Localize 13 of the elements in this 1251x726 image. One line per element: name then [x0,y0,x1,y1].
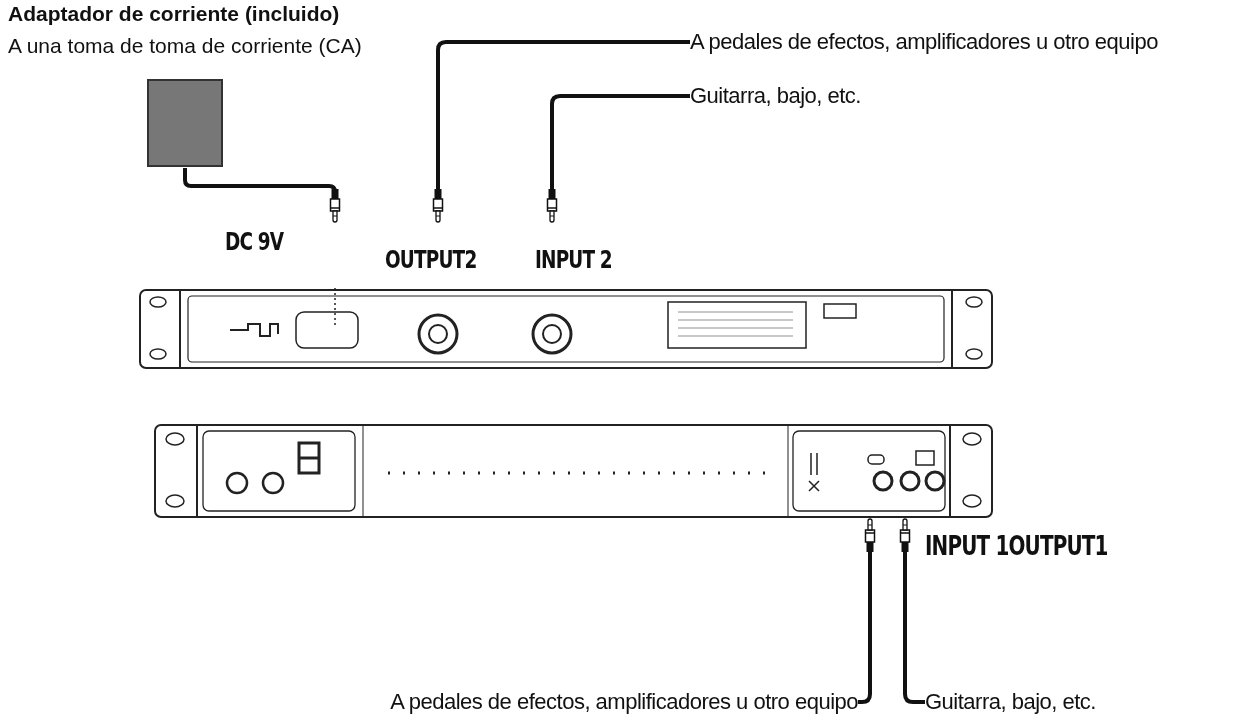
heading: Adaptador de corriente (incluido) [8,2,340,26]
plug-cable [546,94,690,223]
source-text: Guitarra, bajo, etc. [690,84,861,108]
jack-label: INPUT 2 [535,246,612,274]
plug-cable [183,168,341,223]
destination-text: A pedales de efectos, amplificadores u otro equipo [390,690,858,714]
instruction-text: A una toma de toma de corriente (CA) [8,34,362,58]
plug-cable [432,40,690,223]
jack-label: DC 9V [225,228,284,256]
jack-label: OUTPUT2 [385,246,477,274]
source-text: Guitarra, bajo, etc. [925,690,1096,714]
jack-label: INPUT 1OUTPUT1 [925,530,1108,562]
destination-text: A pedales de efectos, amplificadores u otro equipo [690,30,1158,54]
